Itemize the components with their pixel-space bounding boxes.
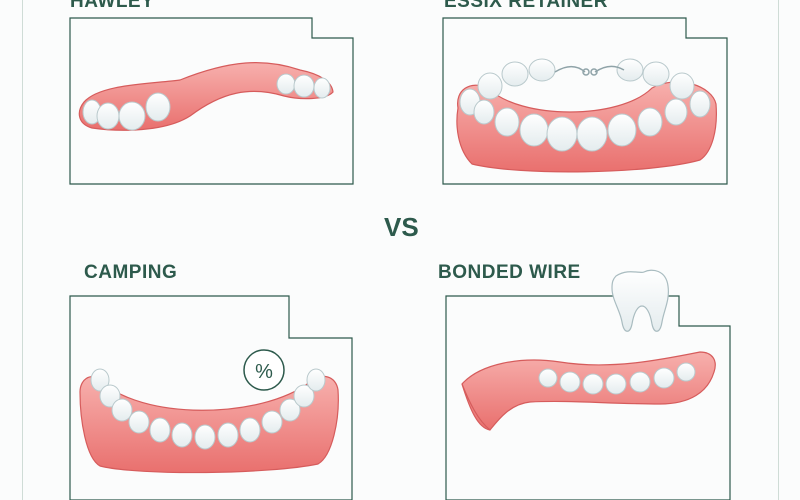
essix-label: ESSIX RETAINER [444, 0, 608, 12]
bonded-frame [445, 295, 731, 500]
right-border-line [778, 0, 779, 500]
essix-frame [442, 17, 728, 185]
panel-frames [69, 17, 731, 500]
tooth-icon [611, 269, 669, 332]
percent-badge: % [243, 349, 285, 391]
hawley-frame [69, 17, 354, 185]
clamping-label: CAMPING [84, 262, 178, 283]
vs-label: VS [384, 212, 419, 242]
bonded-wire-label: BONDED WIRE [438, 262, 581, 283]
essix-retainer-illustration [456, 58, 717, 173]
left-border-line [22, 0, 23, 500]
bonded-wire-illustration [461, 269, 716, 431]
hawley-retainer-illustration [78, 61, 334, 131]
svg-text:%: % [255, 361, 273, 383]
hawley-label: HAWLEY [70, 0, 155, 12]
clamping-frame [69, 295, 353, 500]
clamping-retainer-illustration: % [79, 349, 339, 474]
